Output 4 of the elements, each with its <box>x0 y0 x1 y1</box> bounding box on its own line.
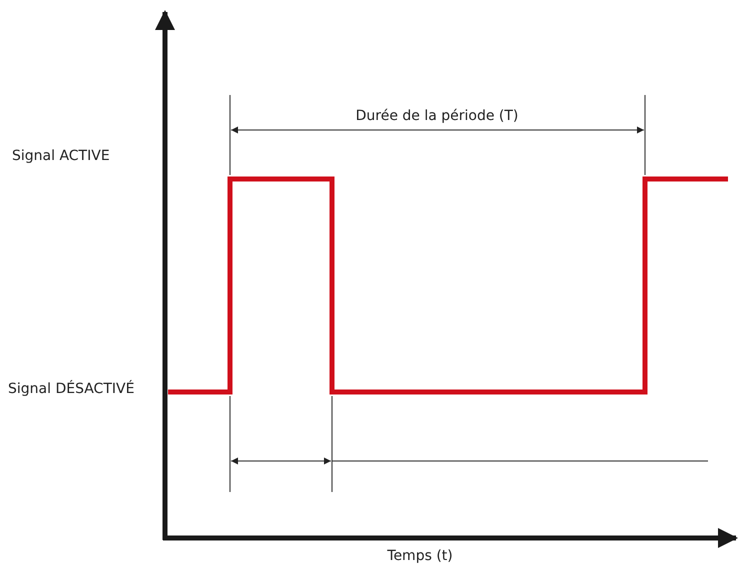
dimension-label: Durée de la période (T) <box>356 108 518 124</box>
level-label: Signal DÉSACTIVÉ <box>8 381 134 397</box>
level-label: Signal ACTIVE <box>12 148 110 164</box>
axis-label: Temps (t) <box>387 548 453 564</box>
